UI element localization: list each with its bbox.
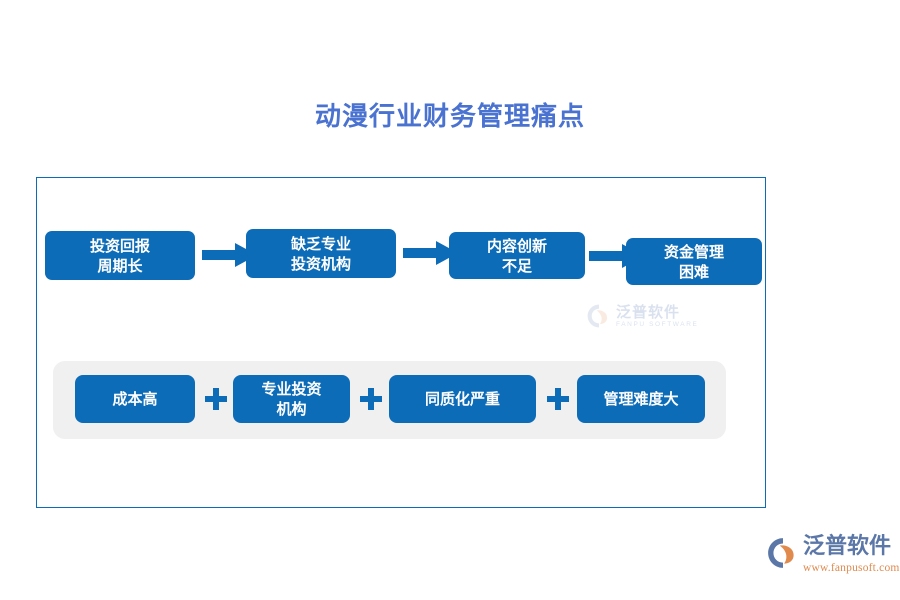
flow-diagram: 投资回报 周期长 缺乏专业 投资机构 内容创新 不足 资金管理 困难	[37, 178, 767, 509]
tag-item-3[interactable]: 同质化严重	[389, 375, 536, 423]
plus-icon	[360, 388, 382, 410]
plus-icon	[547, 388, 569, 410]
flow-step-3[interactable]: 内容创新 不足	[449, 232, 585, 279]
watermark: 泛普软件 FANPU SOFTWARE	[586, 296, 726, 336]
flow-step-1[interactable]: 投资回报 周期长	[45, 231, 195, 280]
arrow-right-icon	[202, 243, 257, 267]
plus-icon	[205, 388, 227, 410]
watermark-en: FANPU SOFTWARE	[616, 320, 699, 328]
flow-step-4[interactable]: 资金管理 困难	[626, 238, 762, 285]
brand-logo: 泛普软件 www.fanpusoft.com	[766, 534, 899, 586]
tag-item-1[interactable]: 成本高	[75, 375, 195, 423]
diagram-frame: 投资回报 周期长 缺乏专业 投资机构 内容创新 不足 资金管理 困难 成本高 专…	[36, 177, 766, 508]
tags-panel: 成本高 专业投资 机构 同质化严重 管理难度大	[53, 361, 726, 439]
watermark-cn: 泛普软件	[616, 302, 681, 321]
arrow-right-icon	[403, 241, 458, 265]
fanpu-logo-icon	[768, 538, 794, 568]
tag-item-2[interactable]: 专业投资 机构	[233, 375, 350, 423]
brand-url: www.fanpusoft.com	[803, 562, 900, 574]
page-title: 动漫行业财务管理痛点	[314, 102, 585, 132]
flow-step-2[interactable]: 缺乏专业 投资机构	[246, 229, 396, 278]
fanpu-logo-icon	[587, 304, 608, 328]
tag-item-4[interactable]: 管理难度大	[577, 375, 705, 423]
brand-name: 泛普软件	[803, 534, 892, 559]
